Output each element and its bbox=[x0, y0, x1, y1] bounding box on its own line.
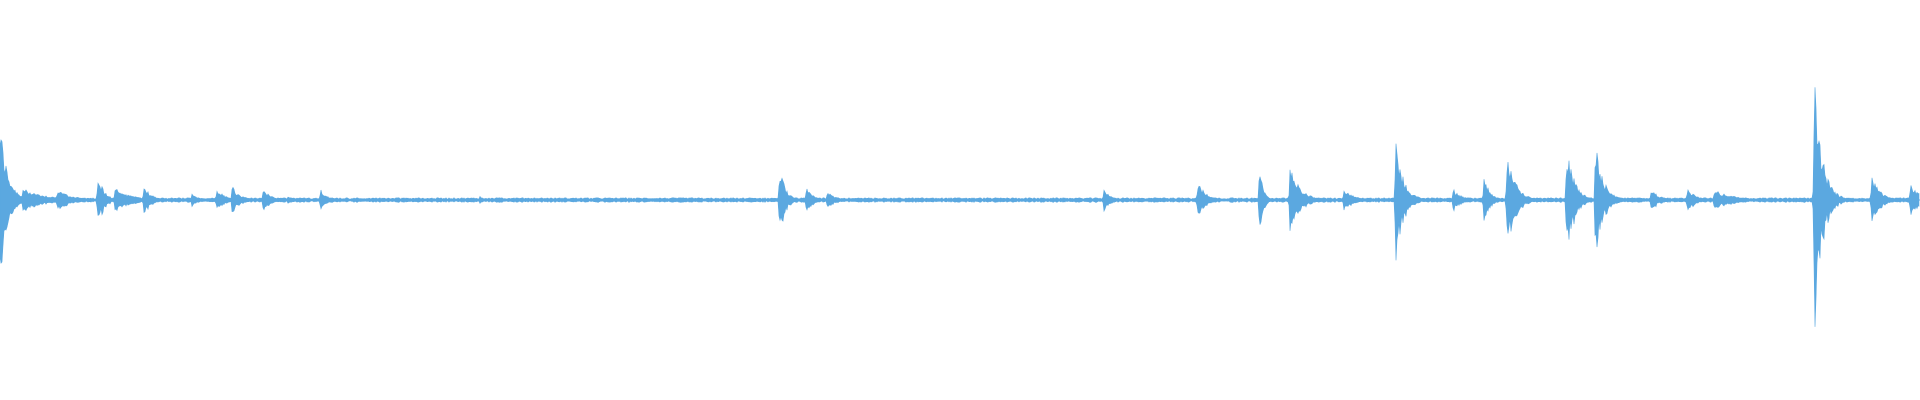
waveform-envelope bbox=[0, 87, 1920, 327]
